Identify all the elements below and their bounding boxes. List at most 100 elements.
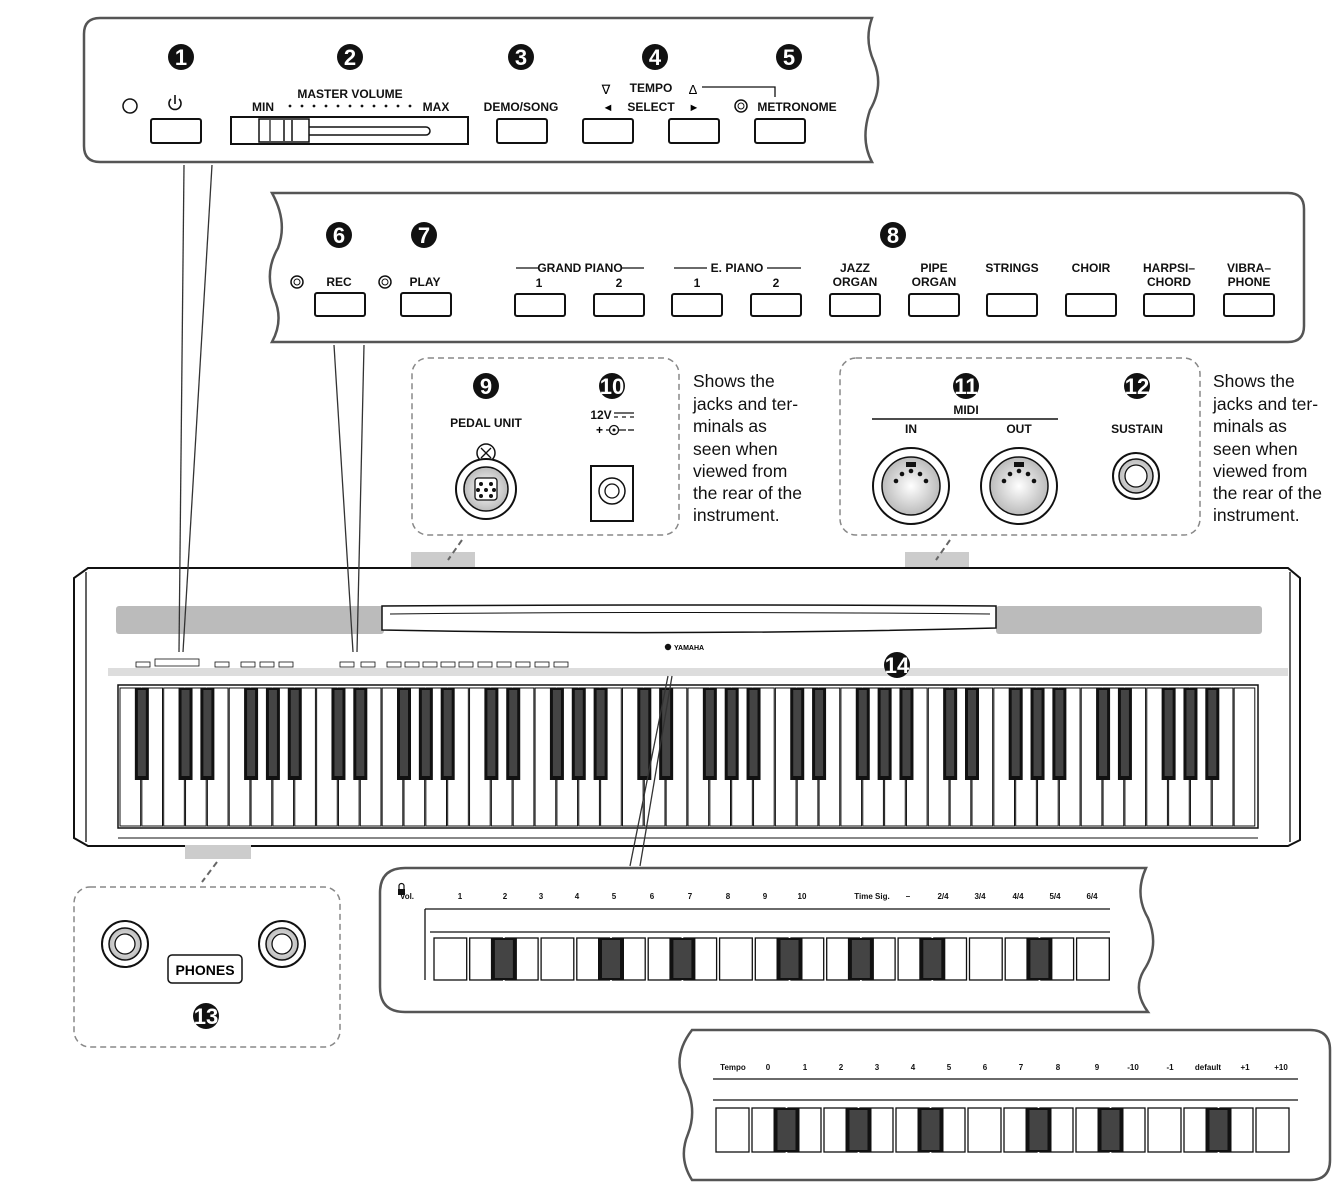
callout-4: 4 [642,44,668,70]
svg-text:viewed from: viewed from [1213,461,1307,481]
callout-11: 11 [953,373,979,399]
power-button[interactable] [150,118,202,144]
midi-in-label: IN [905,422,917,436]
midi-out-jack[interactable] [980,447,1058,525]
svg-text:the rear of the: the rear of the [693,483,802,503]
master-volume-slider-knob[interactable] [258,118,310,143]
strip-label: 3 [539,892,544,901]
rear-left-note: Shows the jacks and ter- minals as seen … [692,371,802,525]
svg-text:10: 10 [600,374,624,399]
jazz-organ-button[interactable] [829,293,881,317]
e-piano-2-label: 2 [773,276,780,290]
e-piano-2-button[interactable] [750,293,802,317]
svg-text:2: 2 [344,45,356,70]
white-key[interactable] [1233,687,1256,827]
grand-piano-2-label: 2 [616,276,623,290]
black-key-highlight [858,690,867,776]
svg-text:5: 5 [783,45,795,70]
black-key-highlight [552,690,561,776]
callout-6: 6 [326,222,352,248]
sustain-label: SUSTAIN [1111,422,1163,436]
midi-label: MIDI [953,403,978,417]
phones-jack-left[interactable] [101,920,149,968]
grand-piano-group-label: GRAND PIANO [537,261,622,275]
svg-text:YAMAHA: YAMAHA [674,645,704,652]
tempo-down-icon: ∇ [601,82,611,97]
select-left-button[interactable] [582,118,634,144]
svg-text:6: 6 [333,223,345,248]
select-right-button[interactable] [668,118,720,144]
black-key-highlight [290,690,299,776]
metronome-button[interactable] [754,118,806,144]
strip-label: 3/4 [974,892,986,901]
strip2-white-keys [715,1107,1290,1153]
black-key-highlight [662,690,671,776]
grand-piano-1-button[interactable] [514,293,566,317]
svg-text:instrument.: instrument. [693,505,780,525]
pipe-organ-button[interactable] [908,293,960,317]
callout-2: 2 [337,44,363,70]
strings-button[interactable] [986,293,1038,317]
select-label: SELECT [627,100,675,114]
svg-text:1: 1 [175,45,187,70]
power-led [122,98,138,114]
black-key-highlight [727,690,736,776]
svg-text:Shows the: Shows the [1213,371,1295,391]
vibraphone-button[interactable] [1223,293,1275,317]
rear-panel-left: 9 10 PEDAL UNIT 12V + [411,357,802,536]
callout-3: 3 [508,44,534,70]
black-key-highlight [749,690,758,776]
demo-song-button[interactable] [496,118,548,144]
harpsichord-button[interactable] [1143,293,1195,317]
e-piano-1-button[interactable] [671,293,723,317]
phones-jack-right[interactable] [258,920,306,968]
e-piano-group-label: E. PIANO [711,261,764,275]
pipe-organ-label-1: PIPE [920,261,947,275]
black-key-highlight [1120,690,1129,776]
strip-label: Vol. [400,892,414,901]
sustain-jack[interactable] [1112,452,1160,500]
tempo-label: TEMPO [630,81,673,95]
callout-9: 9 [473,373,499,399]
black-key-highlight [1055,690,1064,776]
black-key-highlight [334,690,343,776]
voice-control-panel: 6 7 8 REC PLAY GRAND PIANO E. PIANO 1 2 … [268,191,1306,344]
choir-button[interactable] [1065,293,1117,317]
svg-text:7: 7 [418,223,430,248]
black-key-highlight [1099,690,1108,776]
midi-in-jack[interactable] [872,447,950,525]
strip-label: 6/4 [1086,892,1098,901]
black-key-highlight [705,690,714,776]
grand-piano-2-button[interactable] [593,293,645,317]
strip1-white-keys [433,937,1110,981]
tempo-up-icon: Δ [689,82,698,97]
black-key-highlight [268,690,277,776]
svg-text:viewed from: viewed from [693,461,787,481]
strip-black-key-highlight [1030,940,1049,978]
volume-scale-dots [288,104,412,108]
black-key-highlight [880,690,889,776]
black-key-highlight [203,690,212,776]
play-button[interactable] [400,292,452,317]
power-icon [168,95,182,111]
svg-text:13: 13 [194,1004,218,1029]
strip1-lock-icon [398,882,405,895]
svg-text:12: 12 [1125,374,1149,399]
strip-label: – [906,892,911,901]
dc-in-jack[interactable] [590,465,634,522]
metronome-label: METRONOME [757,100,836,114]
rec-button[interactable] [314,292,366,317]
strip-label: 2 [839,1063,844,1072]
pedal-unit-jack[interactable] [455,443,517,520]
black-key-highlight [509,690,518,776]
strip-black-key-highlight [849,1110,868,1150]
volume-min-label: MIN [252,100,274,114]
svg-text:the rear of the: the rear of the [1213,483,1322,503]
strip-black-key-highlight [777,1110,796,1150]
yamaha-logo: YAMAHA [664,643,704,652]
svg-text:9: 9 [480,374,492,399]
